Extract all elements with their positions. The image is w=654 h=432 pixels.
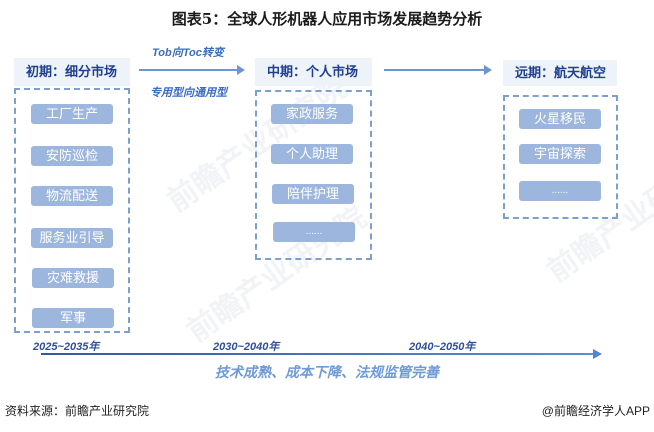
stage-label-late: 远期：航天航空 bbox=[503, 60, 617, 86]
stage-box-mid: 家政服务 个人助理 陪伴护理 ...... bbox=[255, 90, 372, 260]
stage-item: 灾难救援 bbox=[32, 268, 114, 288]
source-text: 资料来源：前瞻产业研究院 bbox=[5, 404, 150, 418]
transition-bottom-text: 专用型向通用型 bbox=[150, 87, 227, 99]
stage-box-late: 火星移民 宇宙探索 ...... bbox=[503, 95, 618, 219]
chart-title: 图表5：全球人形机器人应用市场发展趋势分析 bbox=[171, 10, 483, 28]
period-mid: 2030~2040年 bbox=[213, 341, 280, 353]
credit-text: @前瞻经济学人APP bbox=[541, 404, 650, 418]
stage-item: 家政服务 bbox=[271, 104, 353, 124]
stage-item: 工厂生产 bbox=[31, 104, 113, 124]
stage-item: ...... bbox=[519, 181, 601, 201]
stage-item: 个人助理 bbox=[271, 144, 353, 164]
stage-item: 火星移民 bbox=[519, 109, 601, 129]
stage-item: 陪伴护理 bbox=[272, 184, 354, 204]
arrow-right-icon bbox=[139, 65, 245, 75]
transition-top-text: Tob向Toc转变 bbox=[152, 47, 224, 59]
stage-item: 服务业引导 bbox=[31, 228, 113, 248]
stage-item: 安防巡检 bbox=[31, 146, 113, 166]
stage-item: 宇宙探索 bbox=[519, 144, 601, 164]
stage-label-mid: 中期：个人市场 bbox=[255, 58, 372, 86]
stage-box-early: 工厂生产 安防巡检 物流配送 服务业引导 灾难救援 军事 bbox=[14, 88, 130, 333]
timeline-arrow bbox=[41, 349, 602, 359]
drivers-text: 技术成熟、成本下降、法规监管完善 bbox=[215, 364, 439, 380]
stage-item: 军事 bbox=[32, 308, 114, 328]
period-late: 2040~2050年 bbox=[409, 341, 476, 353]
stage-item: ...... bbox=[273, 222, 355, 242]
arrow-right-icon bbox=[384, 65, 492, 75]
stage-item: 物流配送 bbox=[31, 186, 113, 206]
stage-label-early: 初期：细分市场 bbox=[14, 58, 130, 86]
period-early: 2025~2035年 bbox=[33, 341, 100, 353]
